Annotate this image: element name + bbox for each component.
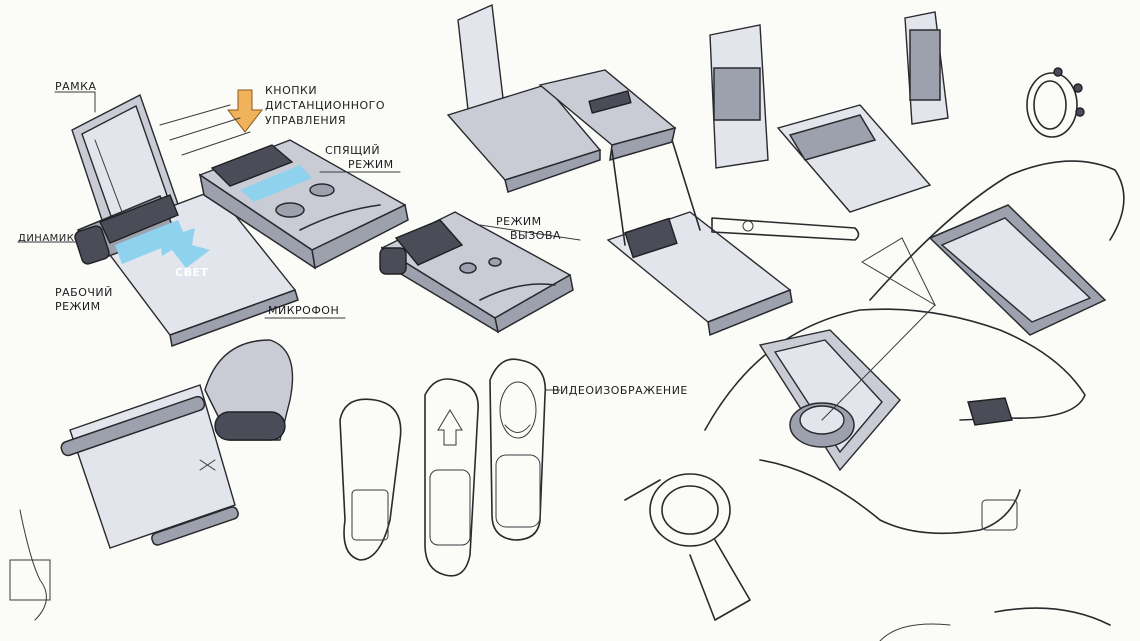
device-call-mode [379, 211, 574, 334]
top-row-devices [446, 3, 949, 337]
label-leaders [17, 91, 581, 391]
label-light: свет [175, 266, 209, 279]
label-buttons-3: управления [265, 114, 347, 127]
device-sleep-mode [198, 139, 409, 270]
ring-device [1026, 67, 1085, 138]
remote-signal-arrows [159, 89, 264, 156]
projection-watch-hand [704, 160, 1125, 535]
label-buttons-1: кнопки [265, 84, 318, 97]
flip-device-open [71, 94, 299, 348]
label-mic: микрофон [268, 304, 340, 317]
label-call-2: вызова [510, 229, 562, 242]
label-frame: рамка [55, 80, 97, 93]
rollable-screen [60, 339, 294, 549]
label-work-2: режим [55, 300, 101, 313]
slim-devices [339, 358, 547, 577]
label-call-1: режим [496, 215, 542, 228]
label-buttons-2: дистанционного [265, 99, 386, 112]
wristwatch [624, 473, 751, 621]
label-sleep-2: режим [348, 158, 394, 171]
label-work-1: рабочий [55, 286, 113, 299]
label-speaker: динамик [18, 233, 75, 244]
label-video: видеоизображение [552, 384, 688, 397]
label-sleep-1: спящий [325, 144, 381, 157]
margin-scribbles [9, 509, 1111, 641]
